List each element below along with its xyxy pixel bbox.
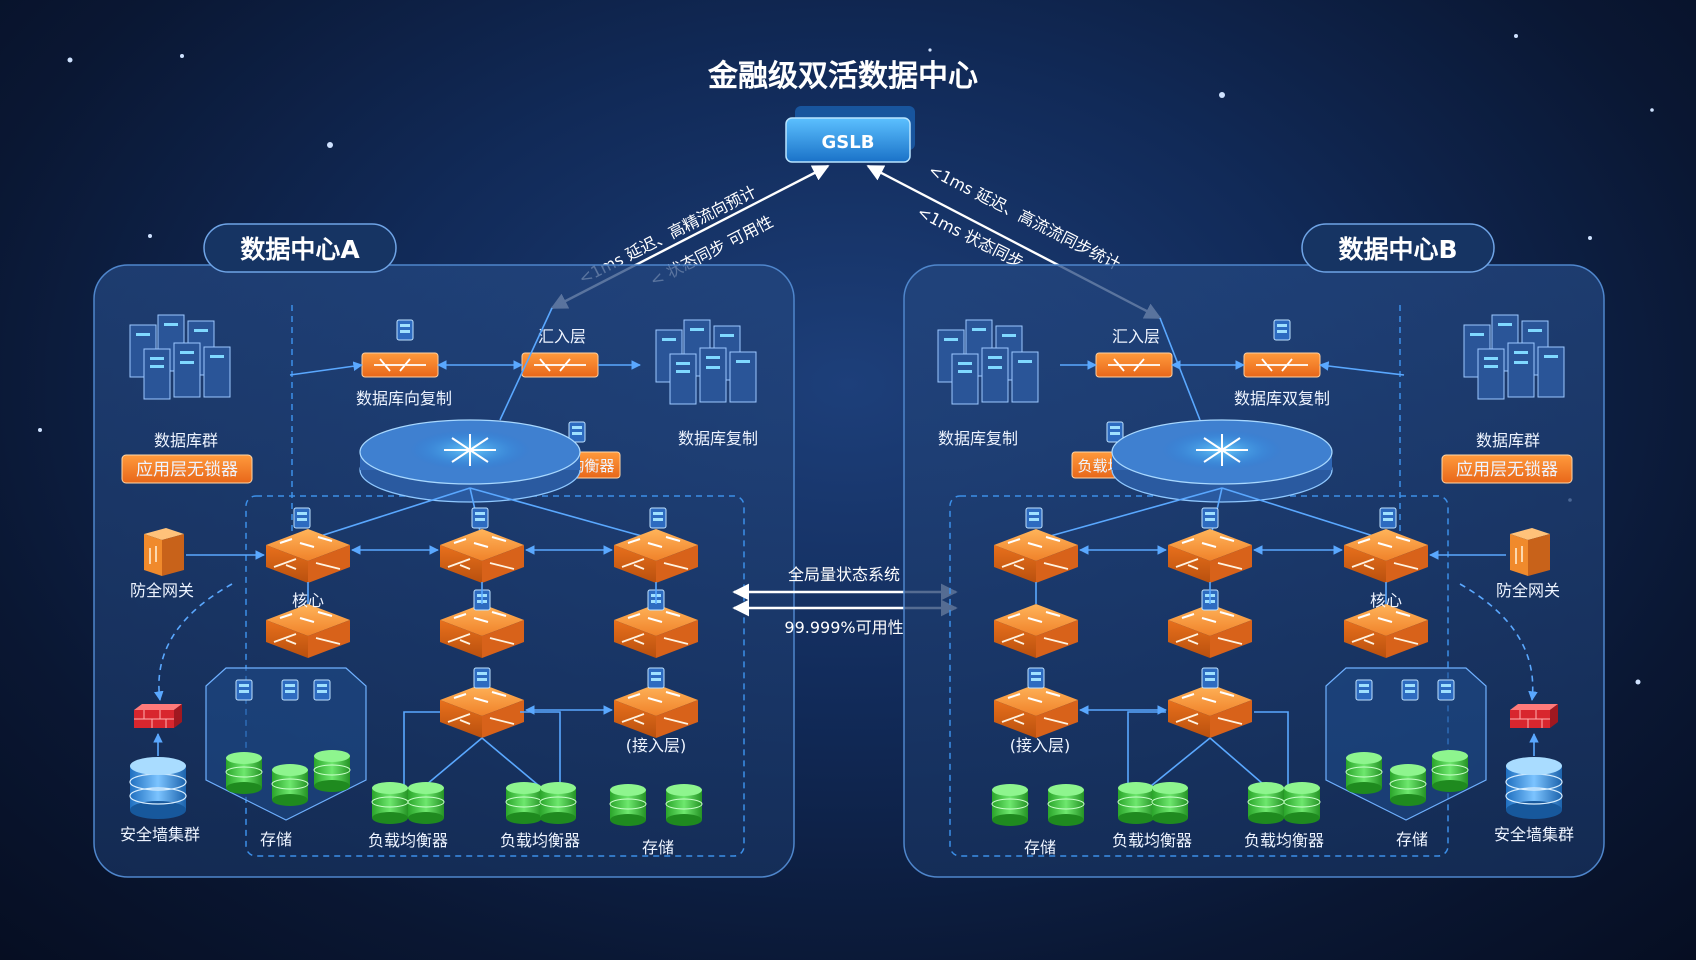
dc-b-router-right[interactable]: [1243, 352, 1321, 378]
dc-b-device-icon: [1401, 679, 1419, 701]
dc-a-storage-db[interactable]: [225, 751, 263, 795]
dc-b-access-layer-bottom: (接入层): [1010, 736, 1071, 755]
dc-a-storage-right-label: 存储: [642, 838, 674, 857]
dc-a-firewall-gateway-label: 防全网关: [130, 581, 194, 600]
dc-a-lb-db[interactable]: [539, 781, 577, 825]
dc-a-title: 数据中心A: [240, 235, 360, 264]
dc-a-device-icon: [396, 319, 414, 341]
dc-b-security-db[interactable]: [1505, 756, 1563, 820]
dc-a-device-icon: [313, 679, 331, 701]
dc-a-storage-db[interactable]: [609, 783, 647, 827]
page-title: 金融级双活数据中心: [707, 59, 978, 94]
dc-a-device-icon: [293, 507, 311, 529]
dc-a-device-icon: [649, 507, 667, 529]
gslb-node[interactable]: GSLB: [785, 106, 915, 163]
dc-b-security-cluster-label: 安全墙集群: [1494, 825, 1574, 844]
dc-b-lb-db[interactable]: [1117, 781, 1155, 825]
dc-b-storage-db[interactable]: [1431, 749, 1469, 793]
dc-a-storage-db[interactable]: [665, 783, 703, 827]
dc-b-lb-db[interactable]: [1247, 781, 1285, 825]
sync-label-top: 全局量状态系统: [788, 565, 900, 584]
dc-a-device-icon: [235, 679, 253, 701]
dc-b-router-left[interactable]: [1095, 352, 1173, 378]
dc-a-storage-db[interactable]: [271, 763, 309, 807]
dc-b-device-icon: [1379, 507, 1397, 529]
dc-b-lb1-label: 负载均衡器: [1112, 831, 1192, 850]
datacenter-b: 数据中心B 汇入层 数据库双复制 数据库复制 数据库群 负载均衡器 应用层无锁器: [903, 223, 1605, 878]
dc-b-device-icon: [1437, 679, 1455, 701]
inter-dc-sync: 全局量状态系统 99.999%可用性: [732, 565, 958, 637]
dc-b-device-icon: [1201, 507, 1219, 529]
dc-b-device-icon: [1273, 319, 1291, 341]
dc-b-firewall-gateway[interactable]: [1509, 527, 1551, 577]
dc-b-storage-db[interactable]: [1389, 763, 1427, 807]
dc-a-storage-left-label: 存储: [260, 830, 292, 849]
dc-b-device-icon: [1025, 507, 1043, 529]
dc-a-device-icon: [647, 667, 665, 689]
dc-a-storage-db[interactable]: [313, 749, 351, 793]
dc-b-storage-db[interactable]: [991, 783, 1029, 827]
dc-a-server-cluster-label: 数据库群: [154, 431, 218, 450]
dc-b-title: 数据中心B: [1338, 235, 1457, 264]
dc-a-device-icon: [473, 667, 491, 689]
dc-b-lb-db[interactable]: [1151, 781, 1189, 825]
dc-a-app-badge-label: 应用层无锁器: [136, 460, 238, 480]
dc-b-firewall[interactable]: [1509, 703, 1559, 729]
dc-b-storage-right-label: 存储: [1396, 830, 1428, 849]
dc-b-db-dual-replication: 数据库双复制: [1234, 389, 1330, 408]
dc-a-lb-db[interactable]: [371, 781, 409, 825]
dc-a-db-replication-label: 数据库复制: [678, 429, 758, 448]
dc-a-title-pill: [203, 223, 397, 273]
dc-b-device-icon: [1201, 667, 1219, 689]
dc-a-lb1-label: 负载均衡器: [368, 831, 448, 850]
dc-b-access-layer-top: 汇入层: [1112, 327, 1160, 346]
dc-a-lb-db[interactable]: [505, 781, 543, 825]
dc-a-firewall-gateway[interactable]: [143, 527, 185, 577]
dc-b-firewall-gateway-label: 防全网关: [1496, 581, 1560, 600]
dc-b-app-badge-label: 应用层无锁器: [1456, 460, 1558, 480]
dc-a-firewall[interactable]: [133, 703, 183, 729]
dc-a-router-right[interactable]: [521, 352, 599, 378]
dc-a-db-reverse-replication: 数据库向复制: [356, 389, 452, 408]
dc-a-app-badge[interactable]: 应用层无锁器: [121, 454, 253, 484]
dc-b-storage-db[interactable]: [1345, 751, 1383, 795]
dc-a-lb2-label: 负载均衡器: [500, 831, 580, 850]
dc-a-security-cluster-label: 安全墙集群: [120, 825, 200, 844]
dc-a-router-left[interactable]: [361, 352, 439, 378]
dc-a-access-layer-bottom: (接入层): [626, 736, 687, 755]
dc-b-db-replication-label: 数据库复制: [938, 429, 1018, 448]
datacenter-a: 数据中心A 汇入层 数据库向复制 数据库群 数据库复制 应用层无锁器 负载均衡器: [93, 223, 795, 878]
sync-label-bottom: 99.999%可用性: [784, 618, 903, 637]
dc-a-device-icon: [281, 679, 299, 701]
dc-b-storage-db[interactable]: [1047, 783, 1085, 827]
dc-a-device-icon: [471, 507, 489, 529]
dc-b-device-icon: [1355, 679, 1373, 701]
dc-b-lb2-label: 负载均衡器: [1244, 831, 1324, 850]
dc-a-access-layer-top: 汇入层: [538, 327, 586, 346]
dc-a-lb-db[interactable]: [407, 781, 445, 825]
dc-b-device-icon: [1027, 667, 1045, 689]
dc-b-storage-left-label: 存储: [1024, 838, 1056, 857]
dc-b-server-cluster-label: 数据库群: [1476, 431, 1540, 450]
dc-a-security-db[interactable]: [129, 756, 187, 820]
gslb-label: GSLB: [822, 132, 875, 153]
dc-b-app-badge[interactable]: 应用层无锁器: [1441, 454, 1573, 484]
dc-b-title-pill: [1301, 223, 1495, 273]
dc-b-lb-db[interactable]: [1283, 781, 1321, 825]
